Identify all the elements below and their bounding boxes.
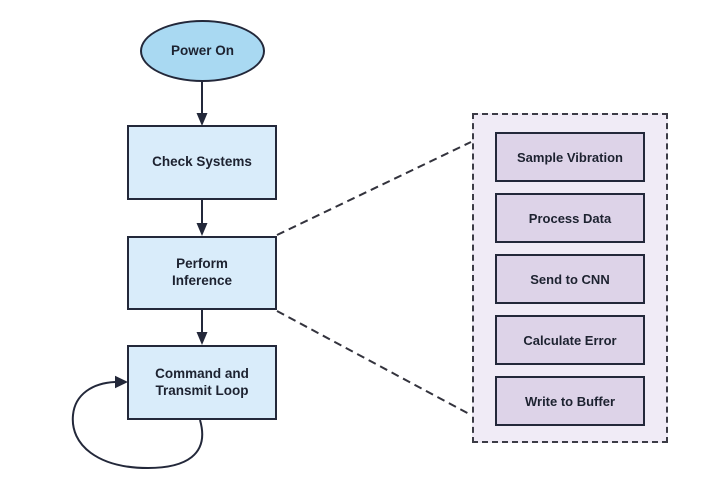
subtask-sample-vibration: Sample Vibration — [495, 132, 645, 182]
subtask-label: Process Data — [528, 210, 612, 226]
subtask-write-to-buffer: Write to Buffer — [495, 376, 645, 426]
subtask-calculate-error: Calculate Error — [495, 315, 645, 365]
node-power-on-label: Power On — [170, 42, 234, 58]
node-perform-inference-label: Perform Inference — [171, 256, 233, 288]
arrow-inference-to-command — [196, 310, 208, 345]
node-command-transmit-loop: Command and Transmit Loop — [127, 345, 277, 420]
arrow-check-to-inference — [196, 200, 208, 236]
subtask-label: Sample Vibration — [517, 149, 623, 165]
node-check-systems-label: Check Systems — [152, 154, 252, 170]
node-command-transmit-loop-label: Command and Transmit Loop — [155, 365, 249, 398]
subtask-send-to-cnn: Send to CNN — [495, 254, 645, 304]
arrow-power-to-check — [196, 82, 208, 126]
subtask-label: Send to CNN — [530, 271, 610, 287]
node-perform-inference: Perform Inference — [127, 236, 277, 310]
subtask-process-data: Process Data — [495, 193, 645, 243]
inference-detail-panel: Sample Vibration Process Data Send to CN… — [472, 113, 668, 443]
dashed-link-top — [276, 141, 472, 236]
subtask-label: Calculate Error — [523, 332, 617, 348]
self-loop-arrow — [71, 375, 204, 470]
node-check-systems: Check Systems — [127, 125, 277, 200]
dashed-link-bottom — [276, 310, 472, 416]
subtask-label: Write to Buffer — [524, 393, 616, 409]
node-power-on: Power On — [140, 20, 265, 82]
